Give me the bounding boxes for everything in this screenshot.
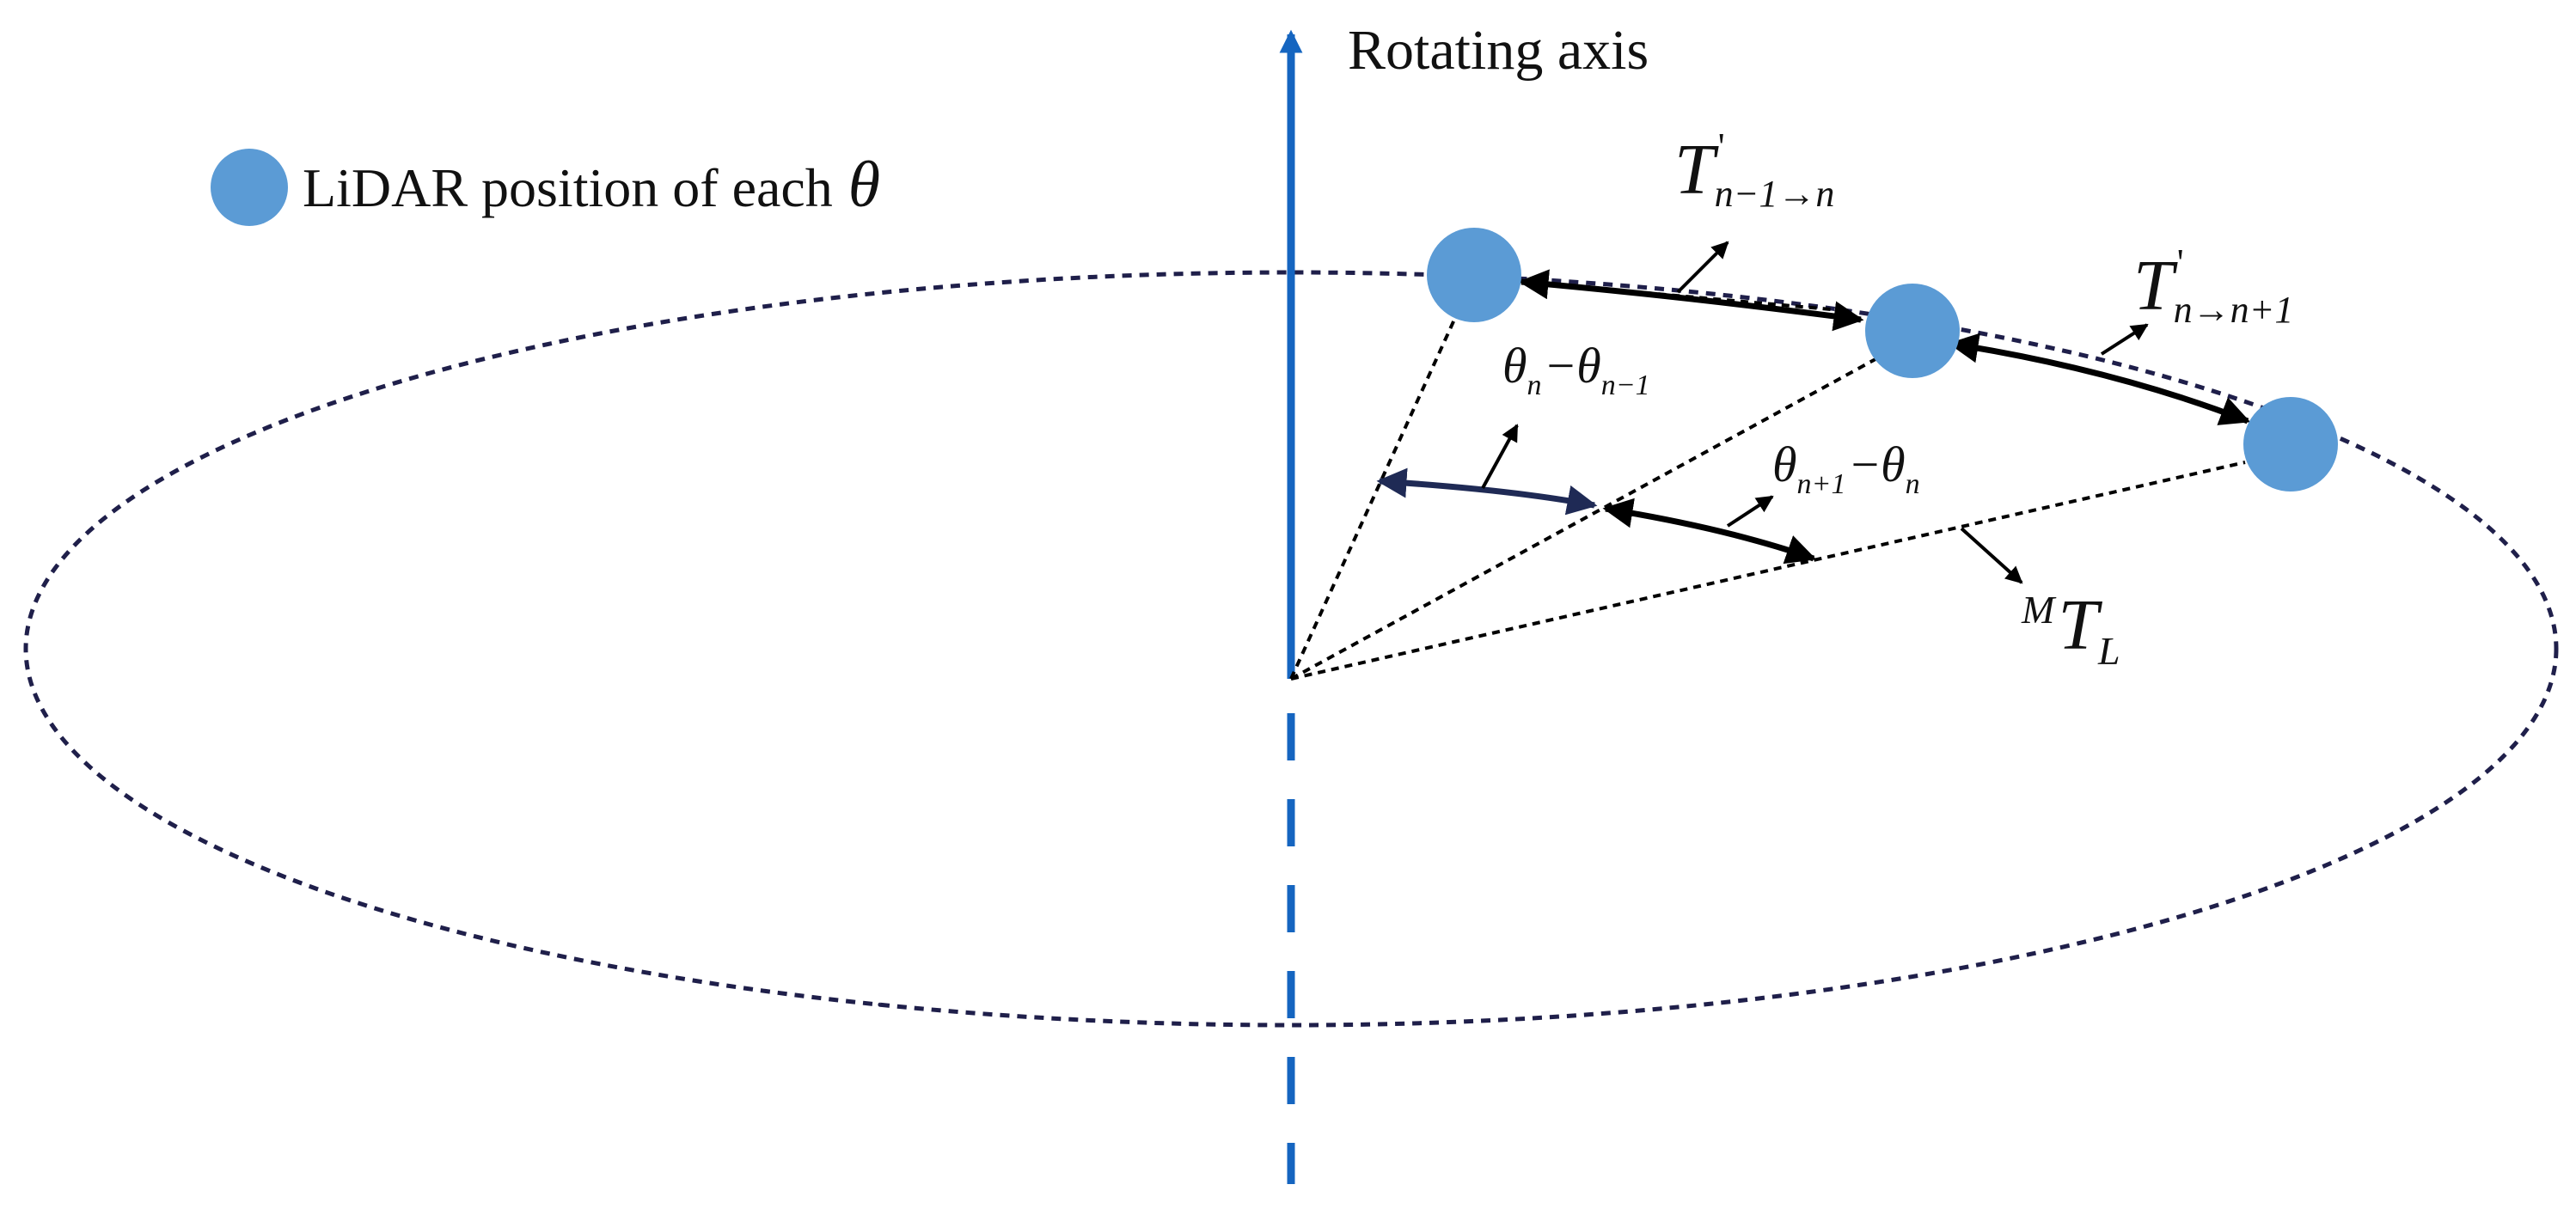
transform-arrow-next: [1948, 333, 2251, 425]
label-t-prev: T'n−1→n: [1674, 125, 1834, 215]
pointer-theta-prev: [1481, 424, 1519, 489]
radial-line-1: [1289, 319, 1456, 680]
angle-arc-next: [1602, 498, 1817, 565]
label-mtl: MTL: [2021, 585, 2120, 673]
legend-marker: [211, 149, 288, 226]
label-t-next: T'n→n+1: [2133, 241, 2293, 331]
axis-label: Rotating axis: [1348, 19, 1649, 82]
lidar-position-1: [1427, 228, 1521, 322]
transform-arrow-prev: [1518, 269, 1864, 332]
label-theta-next: θn+1−θn: [1772, 437, 1920, 500]
radial-line-3: [1290, 461, 2246, 681]
radial-lines: [1289, 280, 2246, 681]
pointer-t-prev: [1676, 241, 1729, 294]
radial-line-2: [1290, 357, 1876, 681]
pointer-arrows: [1481, 241, 2149, 584]
orbit-ellipse: [23, 270, 2559, 1028]
angle-arc-prev: [1376, 467, 1598, 516]
label-theta-prev: θn−θn−1: [1502, 338, 1650, 401]
pointer-theta-next: [1726, 495, 1774, 528]
pointer-t-next: [2100, 323, 2149, 356]
lidar-position-2: [1865, 284, 1960, 378]
pointer-mtl: [1960, 527, 2023, 584]
lidar-position-3: [2243, 397, 2338, 492]
